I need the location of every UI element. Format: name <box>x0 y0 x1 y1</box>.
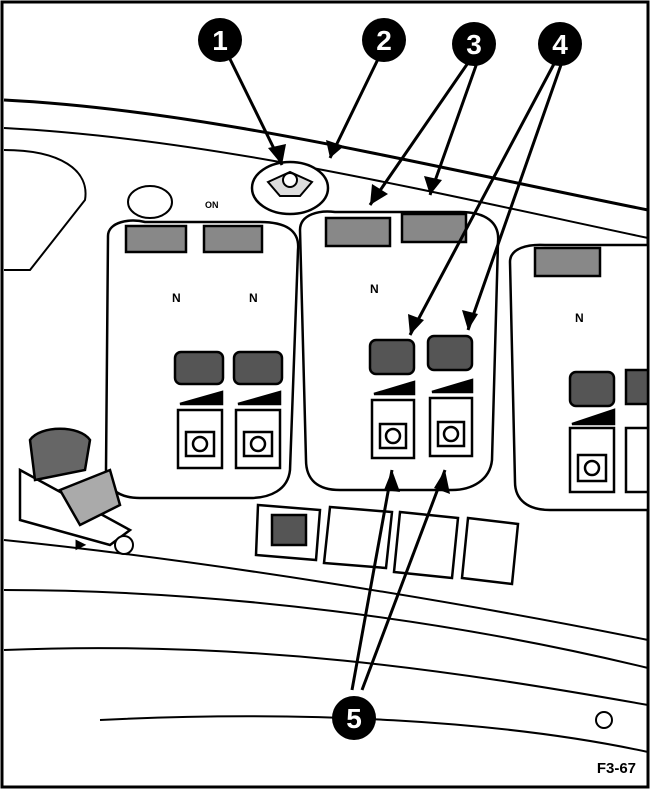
valve-block-left <box>106 221 298 498</box>
svg-text:1: 1 <box>212 25 228 56</box>
svg-text:4: 4 <box>552 29 568 60</box>
svg-text:2: 2 <box>376 25 392 56</box>
lever-n-label-4: N <box>575 311 584 325</box>
svg-text:3: 3 <box>466 29 482 60</box>
svg-text:5: 5 <box>346 703 362 734</box>
turtle-icon: ► <box>72 534 90 554</box>
callout-5: 5 <box>332 696 376 740</box>
lever-n-label-1: N <box>172 291 181 305</box>
valve-block-middle <box>300 212 498 490</box>
key-icon <box>115 536 133 554</box>
callout-1: 1 <box>198 18 242 62</box>
callout-2: 2 <box>362 18 406 62</box>
figure-code: F3-67 <box>597 760 636 777</box>
lever-n-label-2: N <box>249 291 258 305</box>
callout-4: 4 <box>538 22 582 66</box>
round-button <box>128 186 172 218</box>
callout-3: 3 <box>452 22 496 66</box>
lever-n-label-3: N <box>370 282 379 296</box>
valve-block-right <box>510 245 648 510</box>
switch-on-label: ON <box>205 200 219 210</box>
